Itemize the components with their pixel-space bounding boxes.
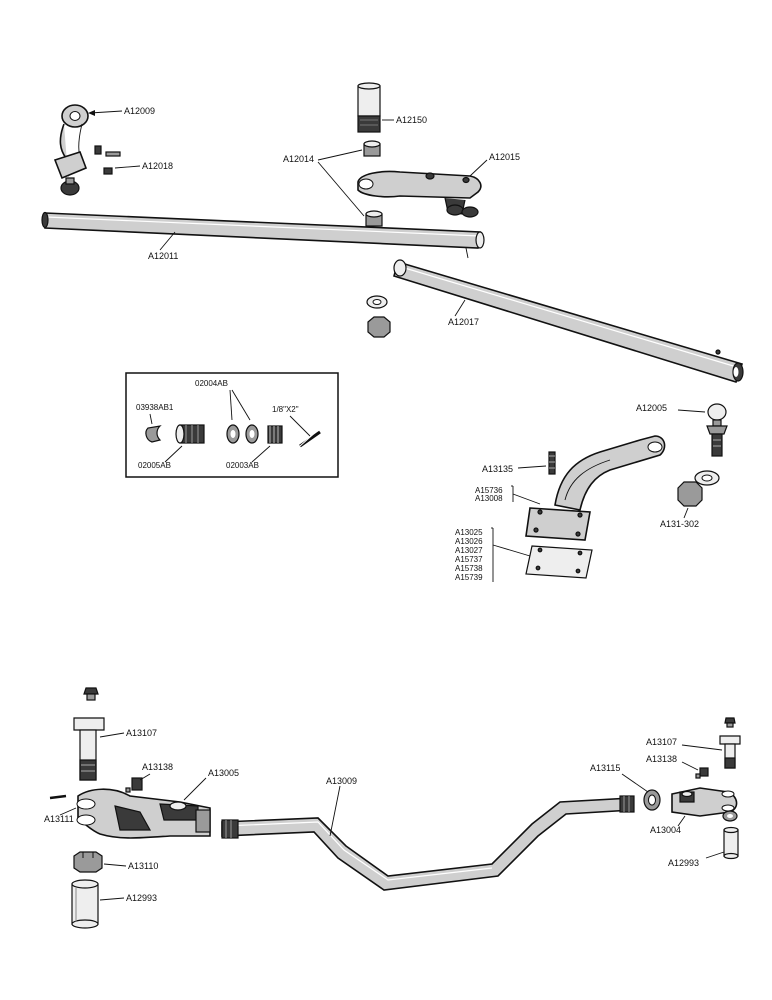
cross-tube-a12011: [41, 211, 485, 259]
label-a12015: A12015: [489, 152, 520, 162]
label-a15739: A15739: [455, 573, 483, 582]
ball-stud-a12005: [706, 403, 728, 457]
lube-fitting-a13138-left: [125, 777, 143, 793]
washer-and-nut: [366, 295, 391, 338]
label-a12993-right: A12993: [668, 858, 699, 868]
bolt-a12018: [94, 145, 121, 175]
bellcrank-arm-a12015: [357, 170, 482, 218]
label-a13004: A13004: [650, 825, 681, 835]
label-a13135: A13135: [482, 464, 513, 474]
steering-arm-bracket-a13008: [525, 435, 666, 541]
label-a15736: A15736: [475, 486, 503, 495]
castle-nut-a13110: [73, 851, 103, 873]
label-a12018: A12018: [142, 161, 173, 171]
bolt-a13107-right: [719, 735, 741, 769]
tie-rod-end-a13004: [671, 787, 738, 817]
label-a12005: A12005: [636, 403, 667, 413]
pin-a12150: [357, 82, 381, 133]
label-a13026: A13026: [455, 537, 483, 546]
label-a13115: A13115: [590, 763, 620, 773]
inset-seats-02004ab: [226, 424, 259, 444]
label-a13005: A13005: [208, 768, 239, 778]
label-a13008: A13008: [475, 494, 503, 503]
label-02003ab: 02003AB: [226, 461, 259, 470]
stud-a13135: [548, 451, 556, 475]
label-a13110: A13110: [128, 861, 158, 871]
label-a13027: A13027: [455, 546, 483, 555]
label-a15738: A15738: [455, 564, 483, 573]
label-a13009: A13009: [326, 776, 357, 786]
drag-link-tube-a12017: [393, 259, 744, 383]
label-a13111: A13111: [44, 814, 74, 824]
inset-spring-clip: [145, 425, 162, 443]
grease-fitting-left: [83, 687, 99, 701]
inset-spring-02003ab: [267, 425, 283, 444]
inset-cotter-pin: [299, 429, 321, 448]
cotter-pin-a13111: [49, 794, 67, 800]
label-a13025: A13025: [455, 528, 483, 537]
lube-fitting-a13138-right: [695, 767, 709, 779]
label-a15737: A15737: [455, 555, 483, 564]
grease-fitting-right: [724, 717, 736, 728]
tie-rod-a13009: [221, 795, 635, 891]
label-a12993-left: A12993: [126, 893, 157, 903]
label-02005ab: 02005AB: [138, 461, 171, 470]
label-02004ab: 02004AB: [195, 379, 228, 388]
label-a13107-left: A13107: [126, 728, 157, 738]
label-a13107-right: A13107: [646, 737, 677, 747]
nut-and-washer-a131-302: [677, 470, 720, 507]
shim-plate: [525, 545, 593, 579]
label-a12009: A12009: [124, 106, 155, 116]
label-a12150: A12150: [396, 115, 427, 125]
label-a13138-left: A13138: [142, 762, 173, 772]
inset-plug-02005ab: [175, 424, 205, 444]
bushing-a12014-top: [363, 140, 381, 157]
tie-rod-end-a13005: [76, 788, 211, 839]
label-pin-size: 1/8"X2": [272, 405, 299, 414]
label-a12011: A12011: [148, 251, 178, 261]
steering-arm-a12009: [53, 104, 89, 196]
jam-nut-a13115: [643, 789, 661, 811]
bushing-a12993-right: [723, 826, 739, 860]
label-a12014: A12014: [283, 154, 314, 164]
label-03938ab1: 03938AB1: [136, 403, 174, 412]
bushing-a12014-bottom: [365, 210, 383, 227]
bushing-a12993-left: [71, 879, 99, 929]
label-a13138-right: A13138: [646, 754, 677, 764]
washer-right: [722, 810, 738, 822]
label-a131-302: A131-302: [660, 519, 699, 529]
label-a12017: A12017: [448, 317, 479, 327]
bolt-a13107-left: [73, 717, 105, 781]
